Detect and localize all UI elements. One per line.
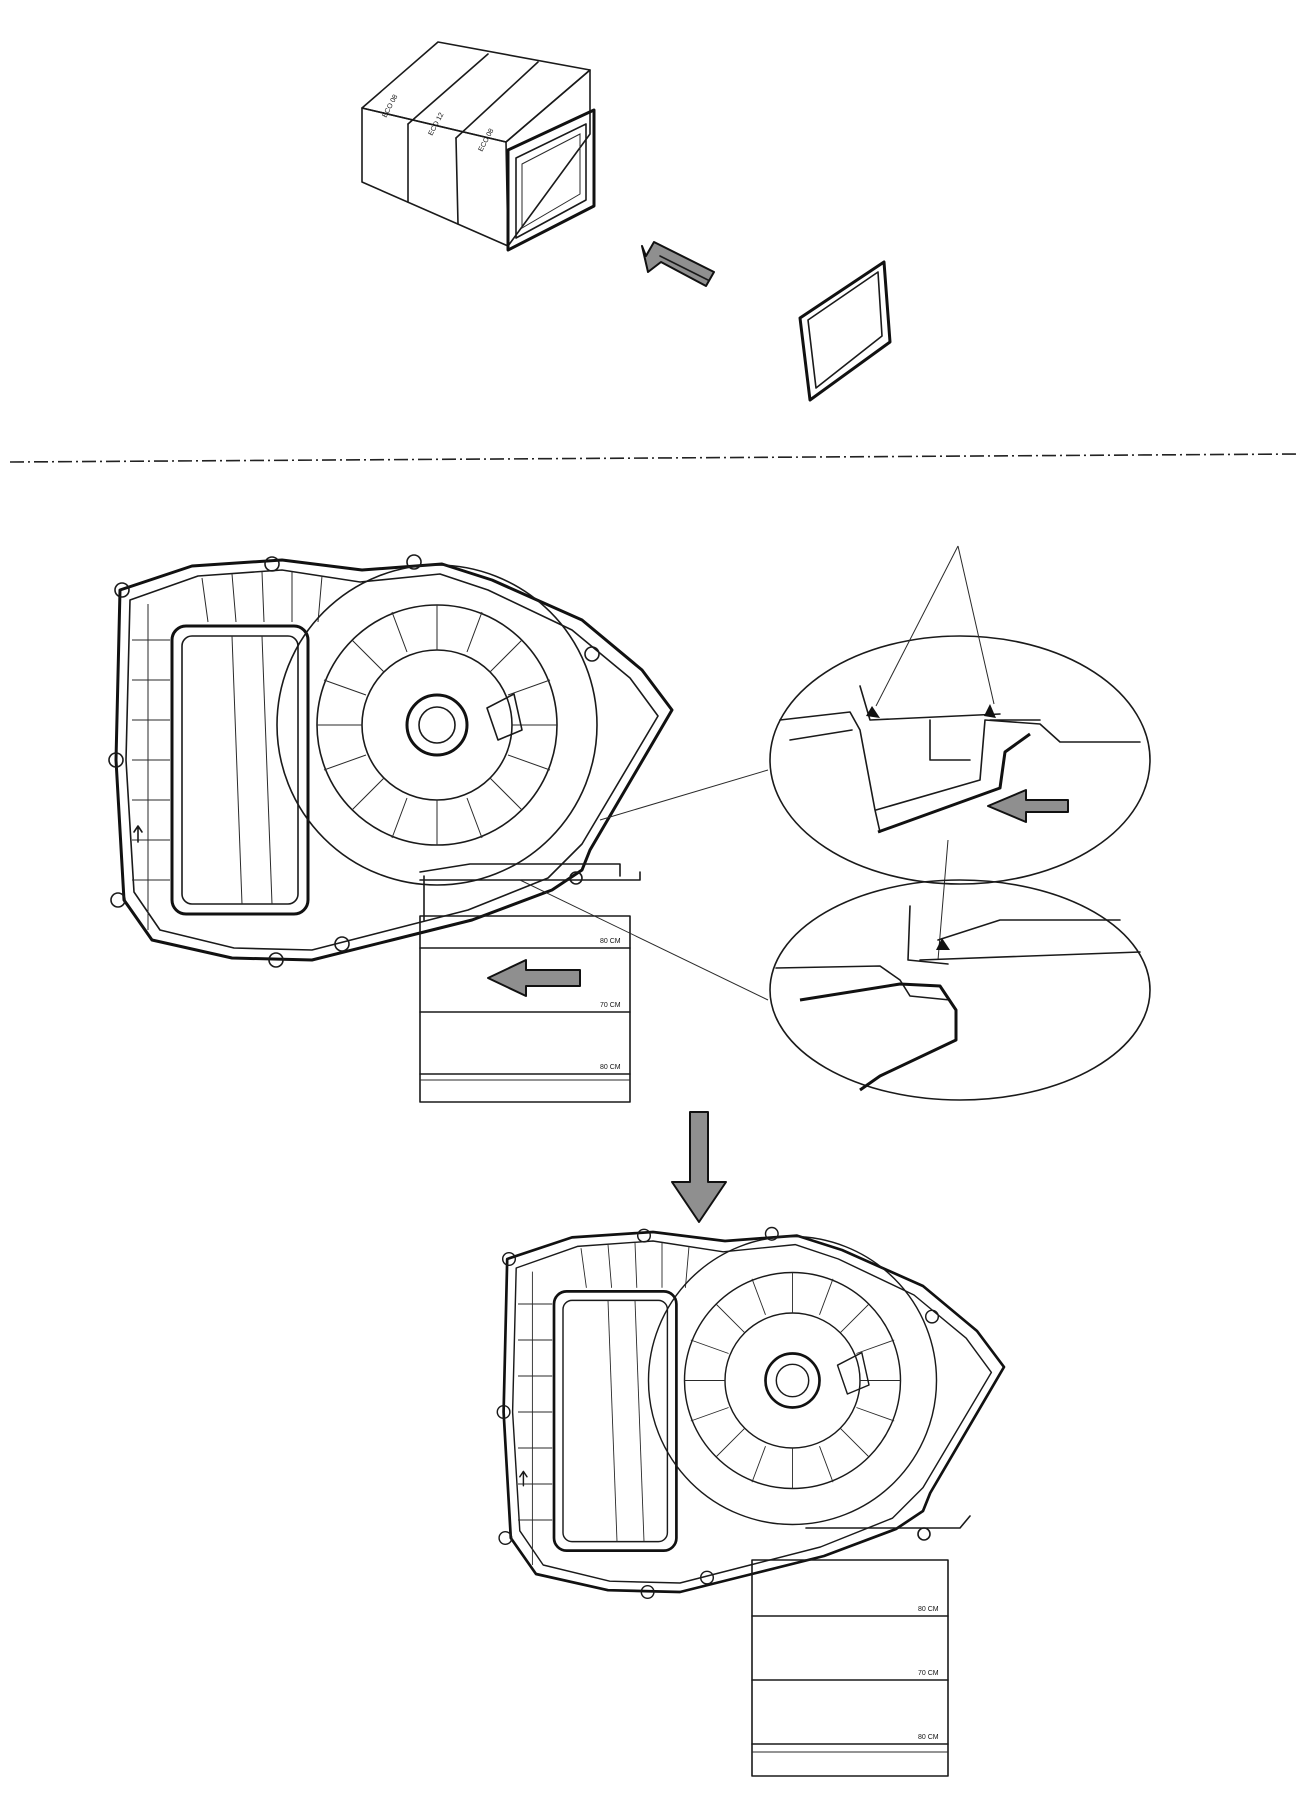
- installed-label-70: 70 CM: [918, 1670, 939, 1677]
- installed-label-80b: 80 CM: [918, 1734, 939, 1741]
- box-label-3: ECO 08: [478, 128, 496, 153]
- section-separator: [9, 453, 1301, 463]
- step2-group: 80 CM 70 CM 80 CM: [108, 545, 1151, 1103]
- step1-group: ECO 08 ECO 12 ECO 08: [361, 41, 892, 402]
- housing-step3: [496, 1226, 1006, 1600]
- step3-group: 80 CM 70 CM 80 CM: [496, 1226, 1006, 1777]
- seal-gasket: [798, 260, 892, 402]
- detail-view-top: [769, 545, 1151, 885]
- filter-label-80b: 80 CM: [600, 1064, 621, 1071]
- filter-label-70: 70 CM: [600, 1002, 621, 1009]
- housing-step2: [108, 554, 674, 968]
- installed-label-80a: 80 CM: [918, 1606, 939, 1613]
- filter-box: ECO 08 ECO 12 ECO 08: [361, 41, 596, 252]
- insert-arrow-step1: [641, 241, 715, 287]
- filter-cartridge-step3: 80 CM 70 CM 80 CM: [751, 1515, 971, 1777]
- filter-label-80a: 80 CM: [600, 938, 621, 945]
- filter-cartridge-step2: 80 CM 70 CM 80 CM: [419, 863, 641, 1103]
- next-step-arrow: [671, 1111, 727, 1223]
- insert-arrow-step2: [487, 959, 581, 997]
- detail-view-bottom: [769, 879, 1151, 1101]
